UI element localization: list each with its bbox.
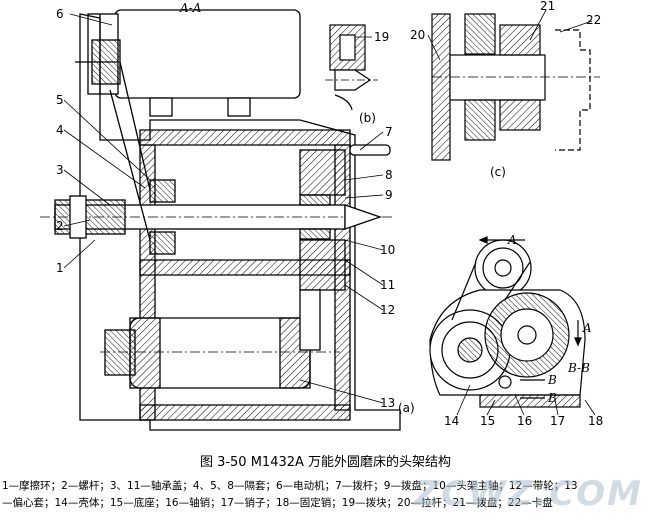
callout-12: 12 xyxy=(380,303,395,317)
watermark-logo: ZCWZ.COM xyxy=(414,474,643,514)
arrow-a-top-label: A xyxy=(507,233,517,247)
arrow-a-right-label: A xyxy=(582,321,592,335)
callout-7: 7 xyxy=(385,125,393,139)
side-view-pulleys xyxy=(429,236,586,408)
callout-10: 10 xyxy=(380,243,395,257)
callout-19: 19 xyxy=(374,30,389,44)
leader-lines xyxy=(63,9,596,416)
view-c-label: (c) xyxy=(490,165,506,179)
callout-22: 22 xyxy=(586,13,601,27)
callout-14: 14 xyxy=(444,414,459,428)
view-b-label: (b) xyxy=(359,111,376,125)
callout-9: 9 xyxy=(385,188,393,202)
callout-6: 6 xyxy=(56,7,64,21)
view-b-detail xyxy=(325,24,378,111)
callout-1: 1 xyxy=(56,261,64,275)
callout-15: 15 xyxy=(480,414,495,428)
callout-21: 21 xyxy=(540,0,555,13)
legend-line-2: —偏心套；14—壳体；15—底座；16—轴销；17—销子；18—固定销；19—拨… xyxy=(2,497,553,509)
callout-3: 3 xyxy=(56,163,64,177)
callout-4: 4 xyxy=(56,123,64,137)
callout-5: 5 xyxy=(56,93,64,107)
callout-18: 18 xyxy=(588,414,603,428)
view-a-label: (a) xyxy=(398,401,415,415)
diagram-labels: A-A (a) (b) (c) A A B-B B B 6 5 4 3 2 1 … xyxy=(56,0,603,428)
callout-2: 2 xyxy=(56,219,64,233)
callout-16: 16 xyxy=(517,414,532,428)
section-bb-label: B-B xyxy=(567,361,590,375)
callout-17: 17 xyxy=(550,414,565,428)
callout-20: 20 xyxy=(410,28,425,42)
callout-11: 11 xyxy=(380,278,395,292)
legend-line-1: 1—摩擦环；2—螺杆；3、11—轴承盖；4、5、8—隔套；6—电动机；7—拨杆；… xyxy=(2,480,578,492)
arrow-b2-label: B xyxy=(547,391,557,405)
parts-legend: 1—摩擦环；2—螺杆；3、11—轴承盖；4、5、8—隔套；6—电动机；7—拨杆；… xyxy=(2,478,647,512)
callout-8: 8 xyxy=(385,168,393,182)
arrow-b1-label: B xyxy=(547,373,557,387)
view-c-detail xyxy=(431,13,600,161)
callout-13: 13 xyxy=(380,396,395,410)
motor-body xyxy=(114,9,301,99)
figure-caption: 图 3-50 M1432A 万能外圆磨床的头架结构 xyxy=(199,455,452,470)
section-aa-label: A-A xyxy=(179,1,202,15)
view-a-section xyxy=(40,9,401,431)
